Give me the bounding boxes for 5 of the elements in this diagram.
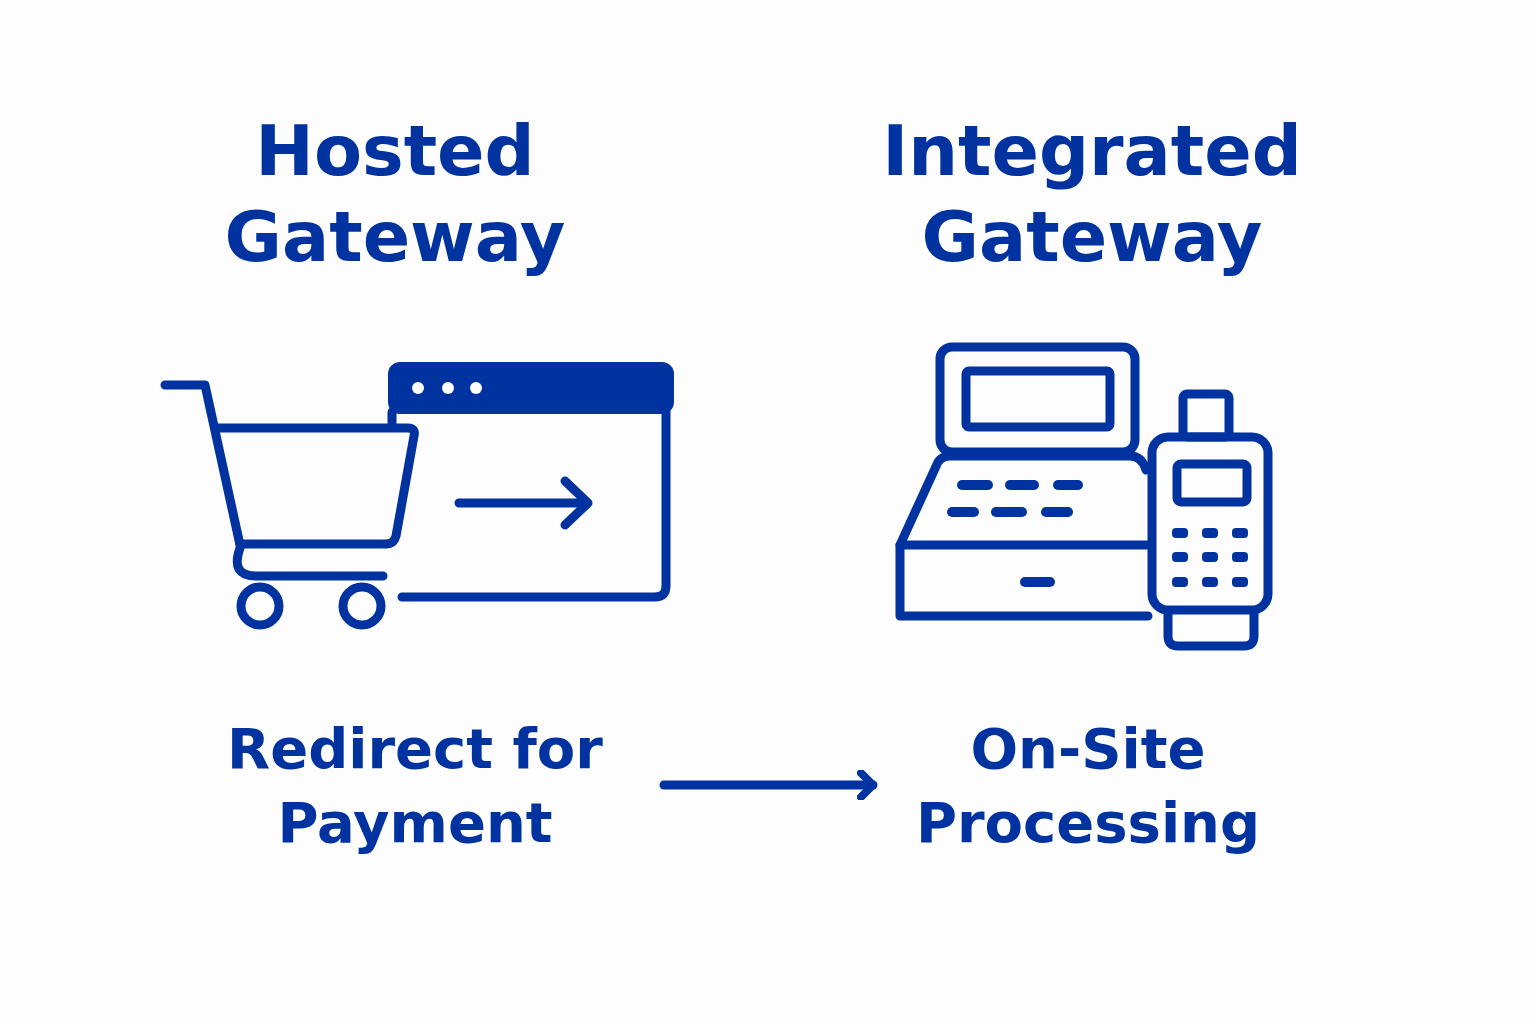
step-text: On-Site Processing [877,712,1299,860]
heading: Hosted Gateway [223,109,567,280]
step-text: Redirect for Payment [170,712,660,860]
heading: Integrated Gateway [881,109,1303,280]
arrow [659,769,878,801]
